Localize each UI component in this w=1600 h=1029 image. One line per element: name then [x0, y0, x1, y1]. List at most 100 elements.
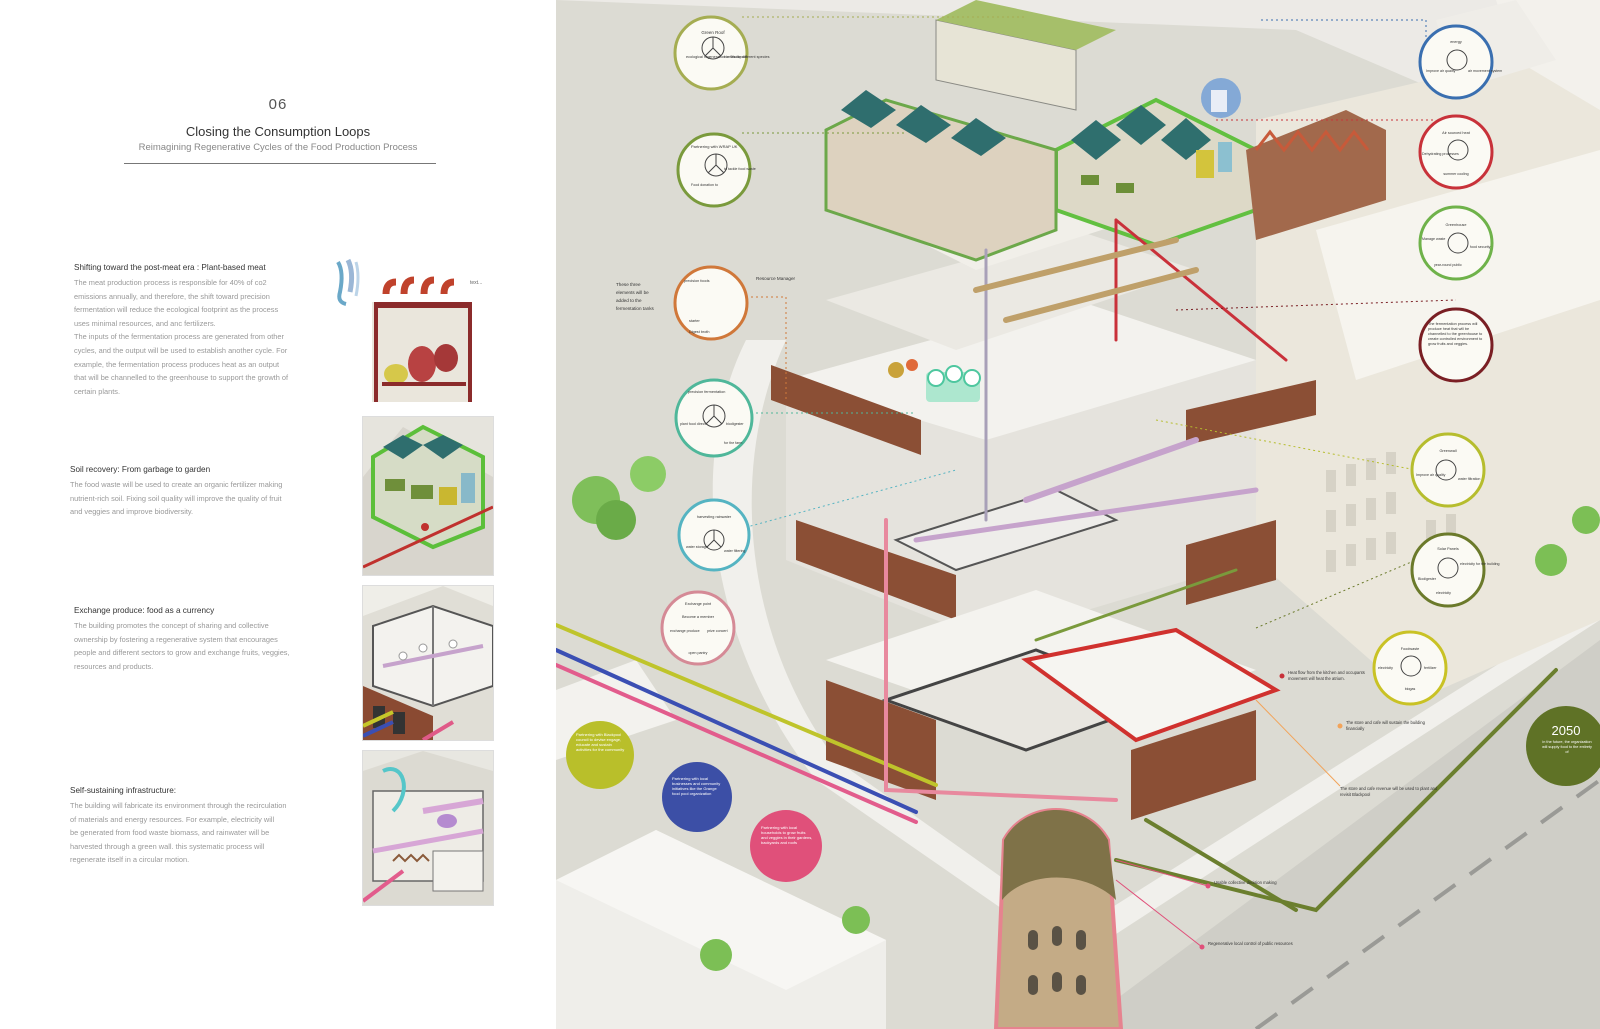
svg-text:biogas: biogas — [1405, 687, 1416, 691]
note-resource-manager: Resource Manager — [756, 276, 796, 281]
callout-circle-fermentation-heat: The fermentation process will produce he… — [1418, 307, 1494, 383]
callout-circle-precision-foods: precision foods starter Digest broth — [673, 265, 749, 341]
svg-text:Partnering with WRAP UK: Partnering with WRAP UK — [691, 144, 738, 149]
svg-text:Manage waste: Manage waste — [1422, 237, 1445, 241]
svg-text:open pantry: open pantry — [689, 651, 708, 655]
svg-text:precision foods: precision foods — [684, 279, 710, 283]
callout-circle-energy: energy Improve air quality air movement … — [1418, 24, 1502, 100]
annotations: Heat flow from the kitchen and occupants… — [1115, 670, 1438, 950]
svg-text:summer cooling: summer cooling — [1443, 172, 1468, 176]
svg-text:exchange produce: exchange produce — [670, 629, 700, 633]
svg-text:biodigester: biodigester — [726, 422, 744, 426]
callout-circle-green-roof: Green Roof ecological regeneration in Bl… — [673, 15, 770, 91]
svg-text:elements will be: elements will be — [616, 290, 649, 295]
street-trees — [572, 456, 1600, 971]
svg-text:starter: starter — [689, 319, 700, 323]
svg-text:text...: text... — [470, 280, 482, 286]
svg-text:Biodigester: Biodigester — [1418, 577, 1437, 581]
svg-text:Foodwaste: Foodwaste — [1401, 647, 1420, 651]
annotation-revenue: The store and cafe revenue will be used … — [1340, 786, 1438, 797]
thumbnail-greenhouse — [362, 416, 494, 576]
partner-circles: Partnering with Blackpool council to dev… — [566, 721, 822, 882]
section-body-exchange-produce: The building promotes the concept of sha… — [74, 621, 290, 671]
callout-circle-greenwall: Greenwall Improve air quality water filt… — [1410, 432, 1486, 508]
partner-circle-local-businesses: Partnering with local businesses and com… — [662, 762, 732, 832]
svg-text:Become a member: Become a member — [682, 615, 715, 619]
svg-text:Dehydrating processes: Dehydrating processes — [1422, 152, 1459, 156]
svg-text:to tackle food waste: to tackle food waste — [724, 167, 756, 171]
callout-circle-harvesting-rainwater: harvesting rainwater water storage water… — [677, 498, 751, 572]
svg-text:water storage: water storage — [686, 545, 708, 549]
annotation-store-cafe: The store and cafe will sustain the buil… — [1346, 720, 1425, 731]
svg-text:precision fermentation: precision fermentation — [688, 390, 725, 394]
green-roof — [936, 0, 1116, 50]
left-text-panel: 06 Closing the Consumption Loops Reimagi… — [0, 0, 556, 1029]
section-body-self-sustaining: The building will fabricate its environm… — [70, 801, 287, 865]
section-heading-plant-based-meat: Shifting toward the post-meat era : Plan… — [74, 263, 266, 272]
svg-text:fertilizer: fertilizer — [1424, 666, 1437, 670]
callout-circle-exchange-point: Exchange point Become a member exchange … — [660, 590, 736, 666]
svg-text:electricity for the building: electricity for the building — [1460, 562, 1500, 566]
thumbnail-store-interior — [362, 585, 494, 741]
thumbnail-infrastructure — [362, 750, 494, 906]
section-heading-exchange-produce: Exchange produce: food as a currency — [74, 606, 215, 615]
svg-text:electricity: electricity — [1378, 666, 1393, 670]
page-number: 06 — [268, 96, 288, 113]
svg-text:for the farm: for the farm — [724, 441, 742, 445]
callout-circle-foodwaste: Foodwaste electricity fertilizer biogas — [1372, 630, 1448, 706]
svg-text:These three: These three — [616, 282, 641, 287]
svg-text:Greenwall: Greenwall — [1439, 449, 1456, 453]
page-subtitle: Reimagining Regenerative Cycles of the F… — [138, 142, 418, 153]
left-callout-circles: Green Roof ecological regeneration in Bl… — [660, 15, 770, 666]
callout-circle-greenhouse: Greenhouse Manage waste food security ye… — [1418, 205, 1494, 281]
note-three-elements: These three elements will be added to th… — [616, 282, 654, 311]
roof-houses-right — [1246, 110, 1386, 240]
section-body-plant-based-meat: The meat production process is responsib… — [74, 278, 289, 396]
callout-circle-solar-panels: Solar Panels electricity for the buildin… — [1410, 532, 1500, 608]
svg-text:2050: 2050 — [1552, 723, 1581, 738]
section-body-soil-recovery: The food waste will be used to create an… — [70, 480, 283, 517]
right-callout-circles: energy Improve air quality air movement … — [1372, 24, 1502, 706]
annotation-decision-making: Usable collective decision making — [1214, 880, 1277, 885]
svg-text:Green Roof: Green Roof — [701, 30, 725, 35]
svg-text:Greenhouse: Greenhouse — [1446, 223, 1467, 227]
svg-text:year-round public: year-round public — [1434, 263, 1462, 267]
callout-circle-precision-fermentation: precision fermentation plant food direct… — [674, 378, 754, 458]
svg-text:Solar Panels: Solar Panels — [1437, 547, 1459, 551]
svg-text:water filtration: water filtration — [1458, 477, 1480, 481]
street — [1076, 640, 1600, 1029]
fermentation-tanks — [888, 359, 981, 402]
flow-lines — [556, 218, 1558, 913]
brick-walls — [771, 365, 1316, 820]
callout-circle-air-sourced-heat: Air sourced heat Dehydrating processes s… — [1418, 114, 1494, 190]
svg-text:food security: food security — [1470, 245, 1491, 249]
svg-text:Improve air quality: Improve air quality — [1426, 69, 1456, 73]
svg-text:energy: energy — [1450, 40, 1462, 44]
svg-text:harvesting rainwater: harvesting rainwater — [697, 515, 732, 519]
partner-circle-households: Partnering with local households to grow… — [750, 810, 822, 882]
svg-text:Improve air quality: Improve air quality — [1416, 473, 1446, 477]
svg-text:air movement system: air movement system — [1468, 69, 1502, 73]
svg-text:ecological regeneration in Bla: ecological regeneration in Blackpool — [686, 55, 747, 59]
section-heading-self-sustaining: Self-sustaining infrastructure: — [70, 786, 177, 795]
svg-text:Digest broth: Digest broth — [689, 330, 709, 334]
svg-text:Exchange point: Exchange point — [685, 602, 712, 606]
title-divider — [124, 163, 436, 164]
svg-text:water filtering: water filtering — [724, 549, 745, 553]
year-2050-badge: 2050 in the future, the organization wil… — [1526, 706, 1600, 786]
svg-text:electricity: electricity — [1436, 591, 1451, 595]
axonometric-building-diagram: Green Roof ecological regeneration in Bl… — [556, 0, 1600, 1029]
svg-text:Air sourced heat: Air sourced heat — [1442, 131, 1471, 135]
svg-text:Food donation to: Food donation to — [691, 183, 718, 187]
partner-circle-council: Partnering with Blackpool council to dev… — [566, 721, 634, 789]
page-title: Closing the Consumption Loops — [185, 124, 371, 139]
thumbnail-fermentation-tanks: text... — [334, 254, 492, 404]
annotation-local-control: Regenerative local control of public res… — [1208, 941, 1293, 946]
svg-text:homes for different species: homes for different species — [724, 55, 770, 59]
svg-text:fermentation tanks: fermentation tanks — [616, 306, 654, 311]
svg-text:prize concert: prize concert — [707, 629, 728, 633]
leader-lines — [731, 16, 1457, 629]
callout-circle-wrap-partnering: Partnering with WRAP UK to tackle food w… — [676, 132, 756, 208]
annotation-heat-flow: Heat flow from the kitchen and occupants… — [1288, 670, 1365, 681]
svg-text:plant food directi: plant food directi — [680, 422, 707, 426]
